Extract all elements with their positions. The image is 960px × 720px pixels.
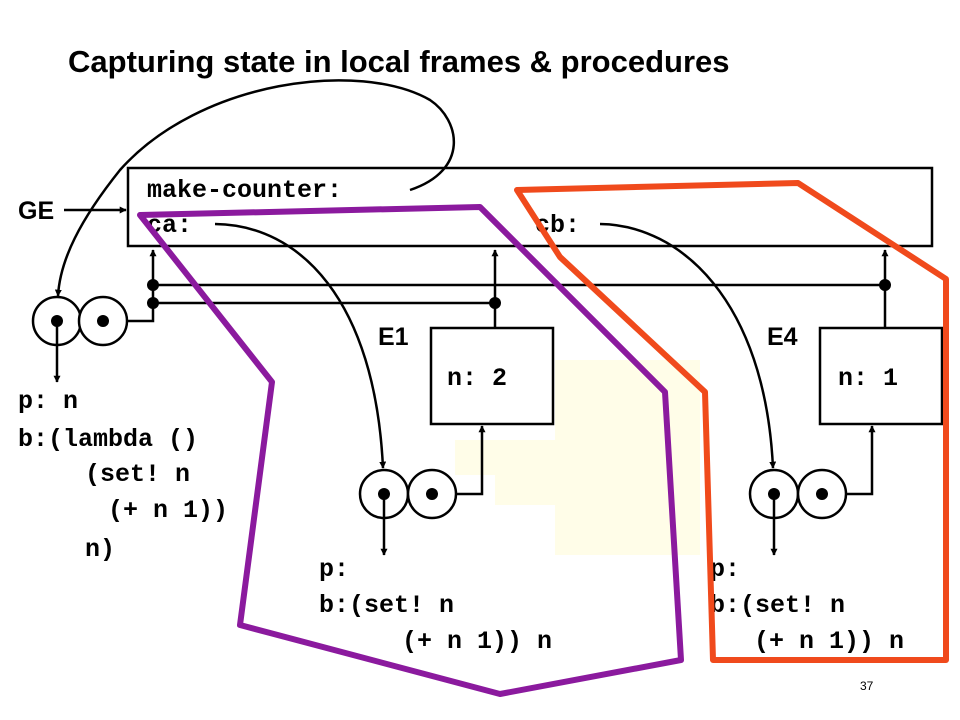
counter-a-body-line-2: (+ n 1)) n: [402, 627, 552, 656]
page-number: 37: [860, 679, 874, 693]
counter-a-env-arrow: [456, 425, 486, 496]
make-counter-code-dot: [97, 315, 109, 327]
ge-label: GE: [18, 197, 54, 225]
e1-binding: n: 2: [447, 364, 507, 393]
make-counter-body-line-3: (+ n 1)): [108, 496, 228, 525]
counter-b-params: p:: [710, 555, 740, 584]
cb-pointer-arrow: [599, 222, 777, 469]
e4-label: E4: [767, 323, 798, 351]
make-counter-body-line-2: (set! n: [85, 460, 190, 489]
make-counter-binding: make-counter:: [147, 176, 342, 205]
slide-title: Capturing state in local frames & proced…: [68, 44, 730, 79]
make-counter-pointer-arrow: [54, 79, 456, 297]
counter-b-body-line-2: (+ n 1)) n: [754, 627, 904, 656]
make-counter-body-line-4: n): [85, 535, 115, 564]
counter-b-code-dot: [816, 488, 828, 500]
highlight-patch: [455, 360, 700, 555]
counter-b-body-line-1: b:(set! n: [710, 591, 845, 620]
orange-outline: [514, 180, 949, 663]
e4-binding: n: 1: [838, 364, 898, 393]
counter-a-params: p:: [319, 555, 349, 584]
counter-a-code-dot: [426, 488, 438, 500]
e4-frame-box: [818, 326, 944, 426]
make-counter-env-arrow: [127, 249, 157, 323]
counter-a-body-line-1: b:(set! n: [319, 591, 454, 620]
link-dot: [147, 297, 159, 309]
counter-b-env-arrow: [846, 425, 876, 496]
link-dot: [147, 279, 159, 291]
purple-outline: [137, 204, 684, 697]
e1-frame-box: [429, 326, 555, 426]
e1-label: E1: [378, 323, 409, 351]
ca-pointer-arrow: [214, 222, 387, 469]
make-counter-body-line-1: b:(lambda (): [18, 425, 198, 454]
make-counter-params: p: n: [18, 387, 78, 416]
